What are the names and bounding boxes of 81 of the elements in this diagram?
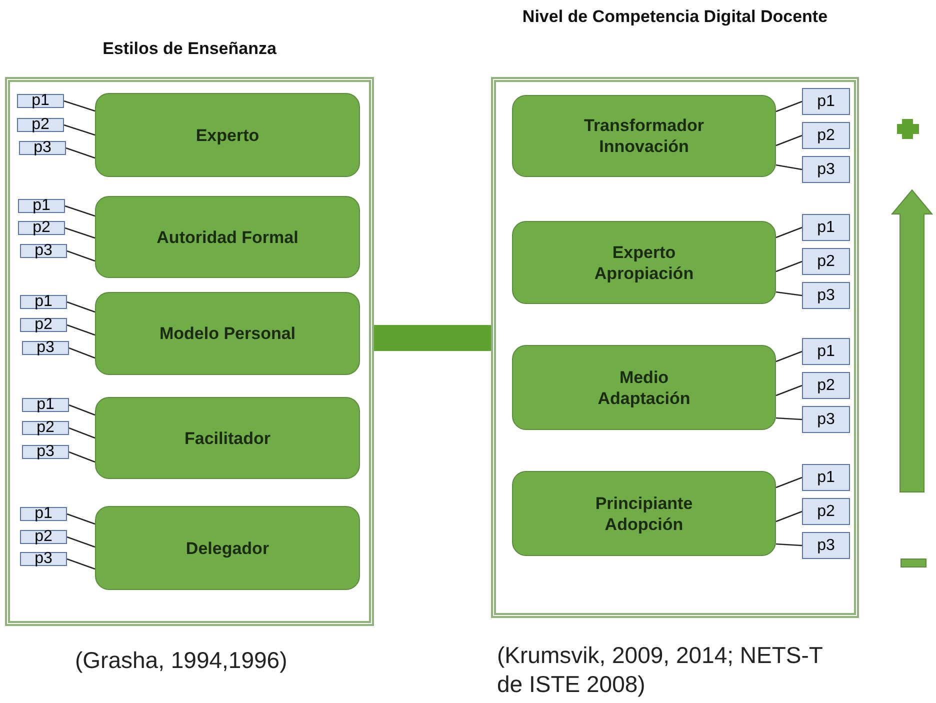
connector-line	[68, 427, 96, 439]
panel-title: Estilos de Enseñanza	[102, 38, 278, 60]
item-box: p1	[802, 214, 850, 241]
connector-line	[776, 164, 802, 170]
process-box	[512, 95, 776, 177]
item-box: p1	[20, 507, 67, 521]
connector-line	[66, 324, 96, 336]
connector-line	[776, 476, 802, 488]
connector-line	[68, 451, 96, 463]
connector-line	[776, 384, 802, 396]
item-box: p1	[20, 295, 67, 309]
connector-line	[66, 250, 96, 262]
process-box	[95, 196, 360, 278]
item-box: p1	[802, 88, 850, 115]
process-box	[512, 221, 776, 304]
item-box: p3	[20, 244, 67, 258]
box-label: Adopción	[604, 514, 684, 534]
item-box: p3	[802, 532, 850, 559]
item-box: p2	[802, 248, 850, 275]
connector-line	[776, 350, 802, 362]
connector-line	[776, 260, 802, 272]
box-label: Medio	[619, 366, 669, 388]
item-box: p1	[802, 464, 850, 491]
item-box: p2	[20, 318, 67, 332]
connector-line	[64, 205, 96, 217]
item-box: p2	[20, 530, 67, 544]
item-box: p2	[802, 372, 850, 399]
connector-line	[68, 347, 96, 359]
box-label: Adaptación	[598, 388, 690, 408]
box-label: Principiante	[595, 492, 693, 514]
process-box	[95, 93, 360, 177]
citation-text: (Grasha, 1994,1996)	[75, 646, 288, 675]
connector-line	[776, 510, 802, 522]
item-box: p1	[802, 338, 850, 365]
box-label: Delegador	[186, 538, 270, 558]
process-box	[95, 506, 360, 590]
connector-line	[66, 513, 96, 525]
item-box: p3	[22, 341, 69, 355]
box-label: Experto	[196, 124, 260, 146]
box-label: Transformador	[584, 115, 704, 136]
item-box: p1	[18, 199, 65, 213]
box-label: Facilitador	[184, 428, 270, 448]
item-box: p3	[19, 141, 66, 155]
connector-line	[66, 558, 96, 570]
box-label: Modelo Personal	[159, 323, 296, 344]
connector-line	[776, 226, 802, 238]
citation-text: (Krumsvik, 2009, 2014; NETS-T de ISTE 2008)	[497, 641, 824, 699]
item-box: p3	[802, 156, 850, 183]
connector-line	[64, 124, 96, 136]
item-box: p1	[22, 398, 69, 412]
item-box: p3	[20, 552, 67, 566]
connector-line	[66, 147, 96, 159]
item-box: p3	[802, 282, 850, 309]
connector-line	[776, 134, 802, 146]
connector-line	[64, 227, 96, 239]
item-box: p3	[22, 445, 69, 459]
connector-line	[776, 100, 802, 112]
process-box	[95, 397, 360, 479]
connector-line	[776, 543, 802, 546]
connector-line	[776, 291, 802, 296]
item-box: p2	[802, 122, 850, 149]
box-label: Experto	[612, 242, 676, 262]
connector-line	[66, 536, 96, 548]
connector-line	[64, 100, 96, 112]
item-box: p1	[17, 94, 64, 108]
connector-bar	[374, 325, 491, 351]
box-label: Apropiación	[594, 262, 694, 284]
box-label: Autoridad Formal	[156, 226, 298, 248]
item-box: p2	[22, 421, 69, 435]
item-box: p2	[17, 118, 64, 132]
item-box: p3	[802, 406, 850, 433]
panel-title: Nivel de Competencia Digital Docente	[521, 6, 829, 28]
process-box	[95, 292, 360, 375]
item-box: p2	[18, 221, 65, 235]
item-box: p2	[802, 498, 850, 525]
process-box	[512, 345, 776, 430]
connector-line	[68, 404, 96, 416]
connector-line	[776, 417, 802, 420]
connector-line	[66, 301, 96, 313]
box-label: Innovación	[599, 136, 689, 157]
process-box	[512, 471, 776, 556]
